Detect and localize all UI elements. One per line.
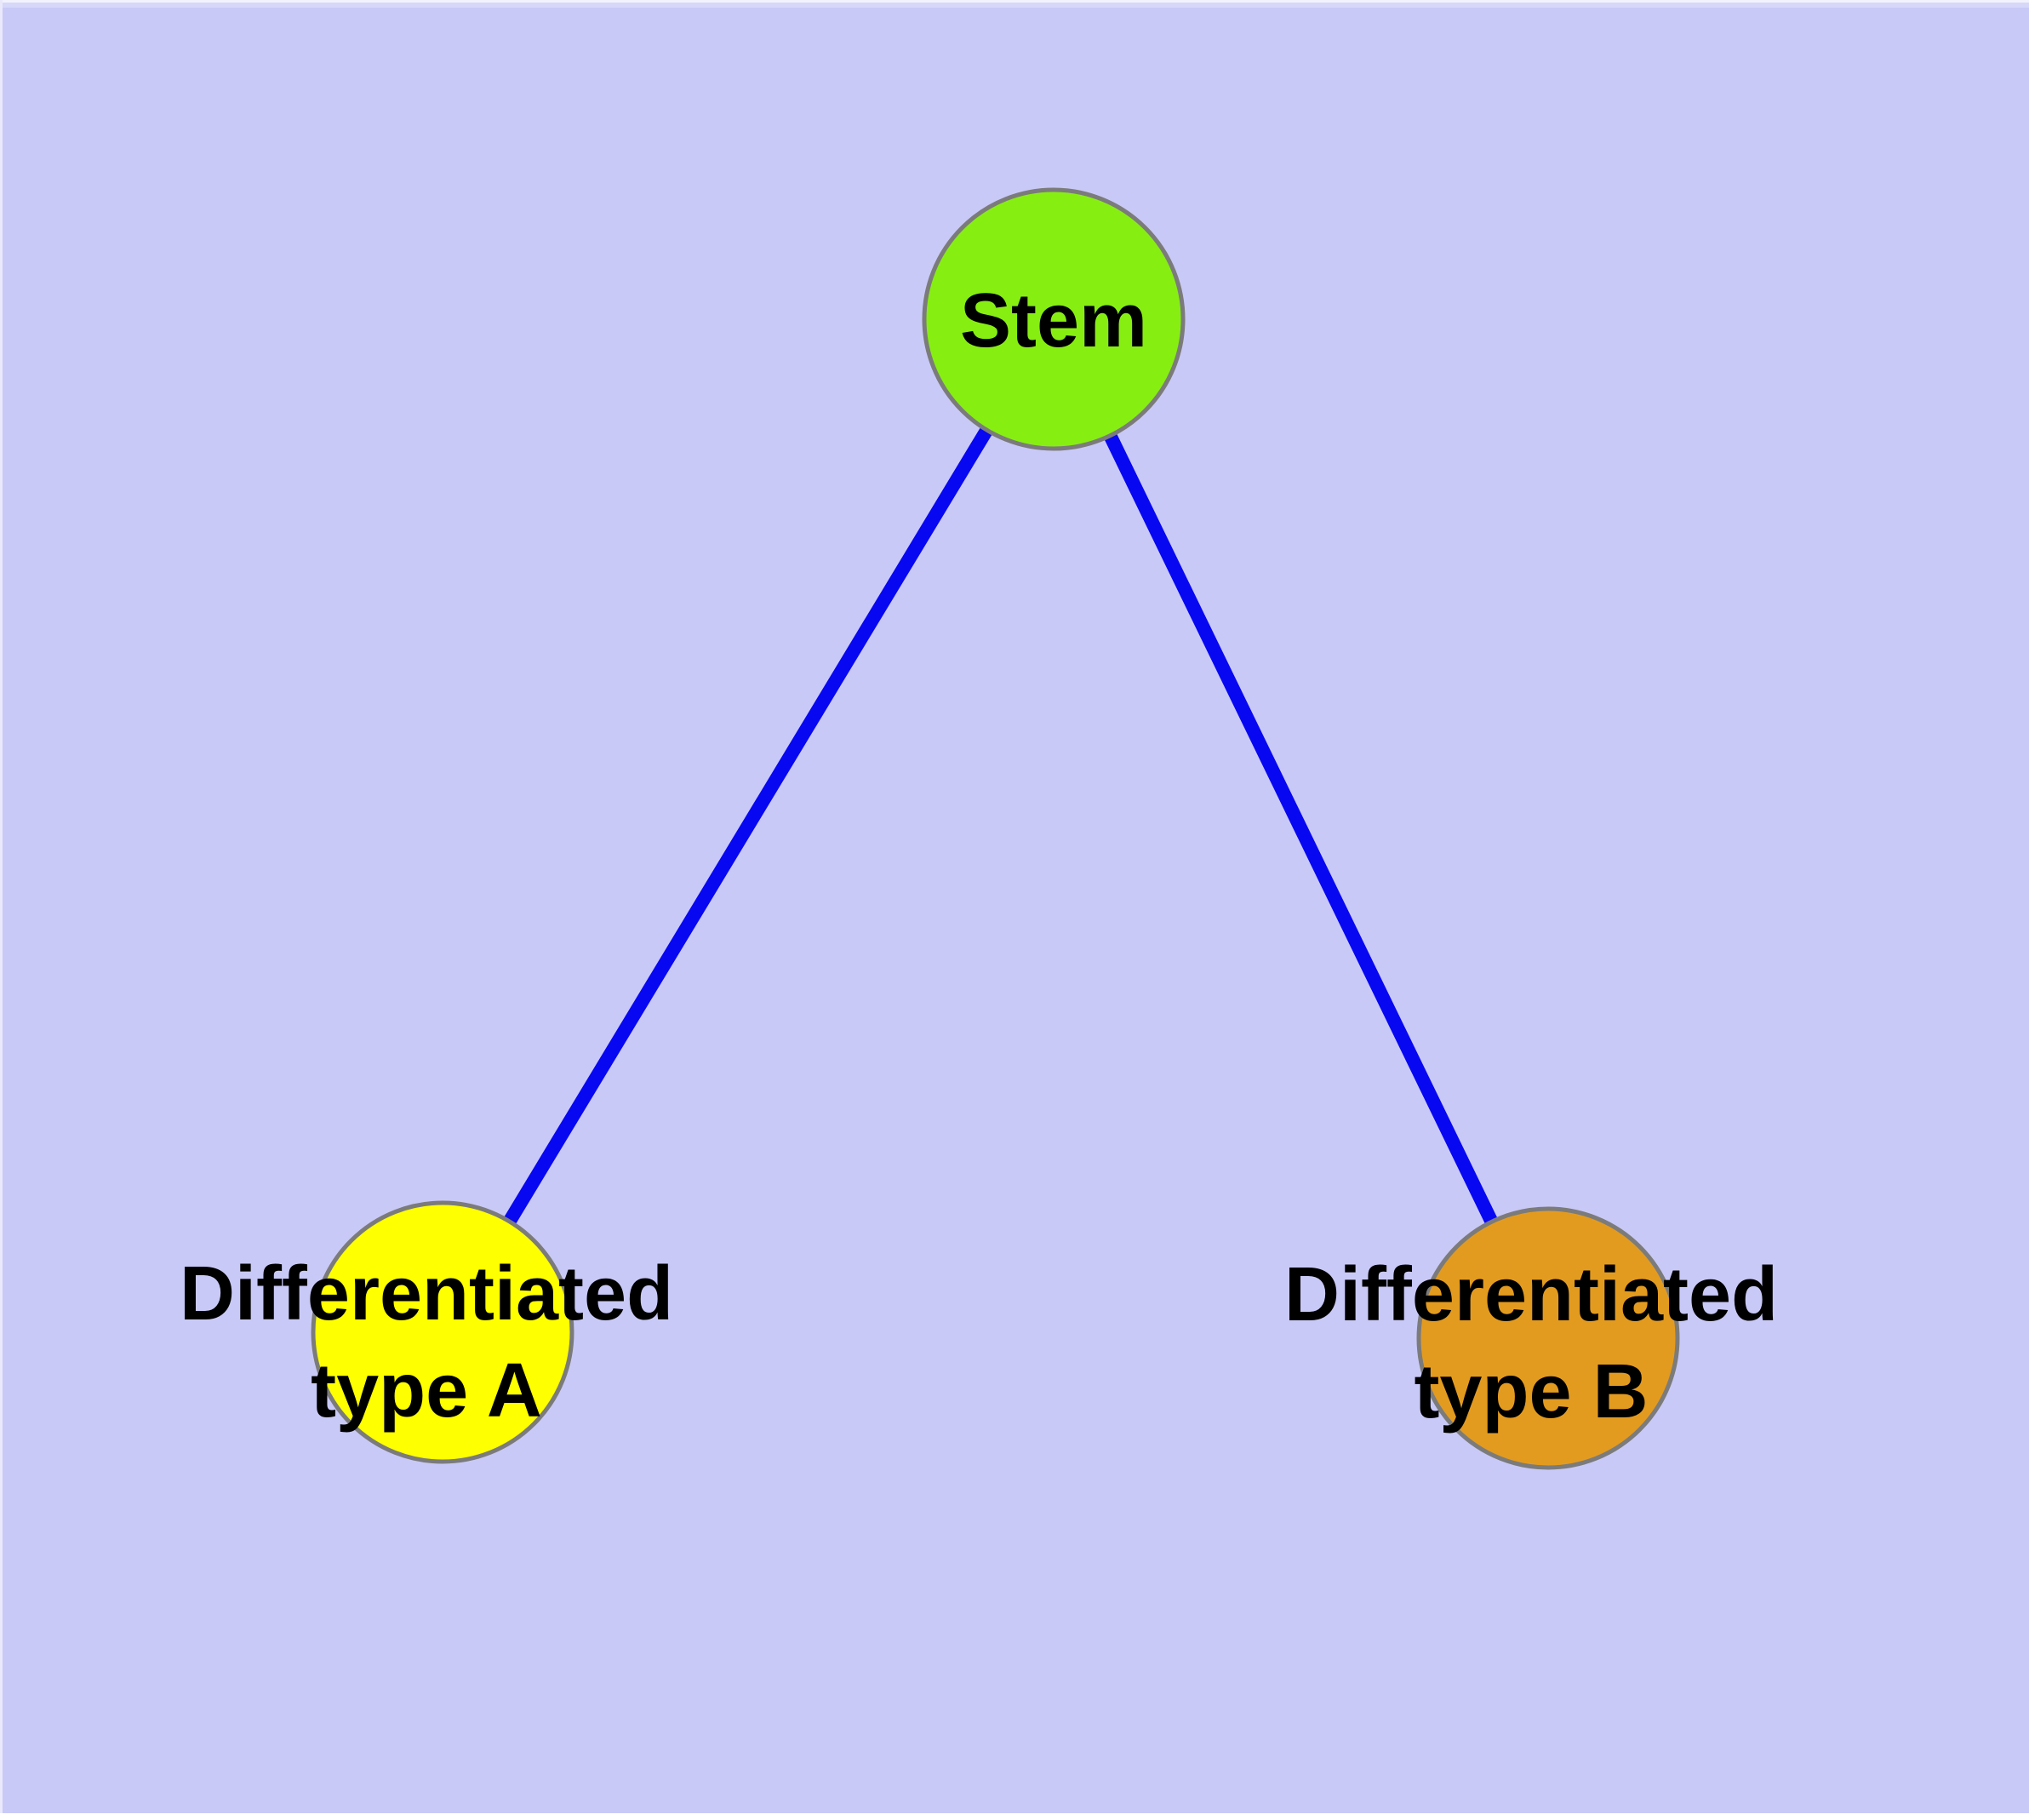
node-type-a-label: Differentiated type A xyxy=(180,1245,673,1439)
node-type-a-circle xyxy=(311,1200,574,1464)
canvas-left-highlight xyxy=(0,0,3,1820)
node-stem-circle xyxy=(922,187,1186,451)
node-type-a-label-line1: Differentiated xyxy=(179,1251,674,1336)
node-type-b-label: Differentiated type B xyxy=(1284,1246,1778,1440)
node-type-b-label-line1: Differentiated xyxy=(1283,1252,1779,1337)
node-type-b-label-line2: type B xyxy=(1414,1349,1649,1434)
canvas-bottom-margin xyxy=(0,1813,2029,1820)
node-type-a-label-line2: type A xyxy=(311,1348,542,1434)
node-stem-label: Stem xyxy=(960,272,1147,369)
node-stem-label-line1: Stem xyxy=(959,278,1148,363)
node-type-b-circle xyxy=(1416,1206,1680,1470)
canvas-top-highlight xyxy=(0,0,2029,3)
edge-stem-to-type-b xyxy=(1047,316,1555,1342)
edge-stem-to-type-a xyxy=(437,315,1060,1336)
canvas-top-band xyxy=(0,3,2029,8)
